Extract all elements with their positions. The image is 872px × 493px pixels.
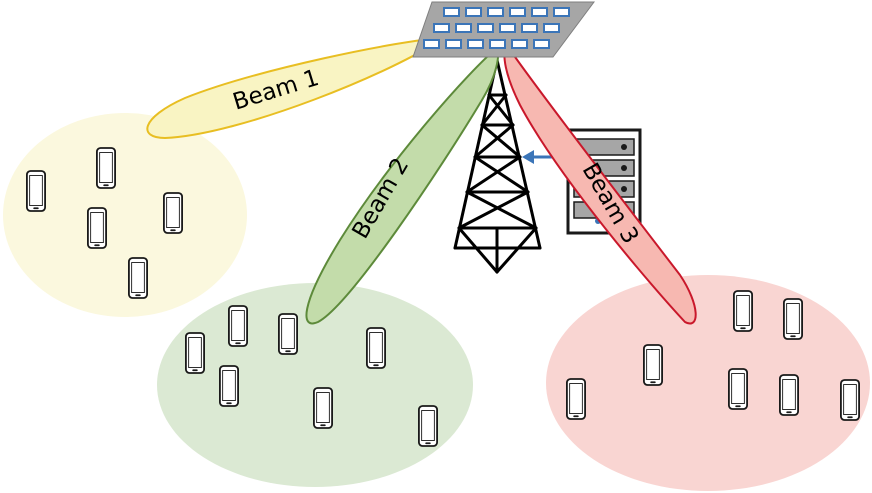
antenna-element <box>553 7 570 17</box>
smartphone-icon <box>783 298 803 340</box>
antenna-element <box>487 7 504 17</box>
smartphone-icon <box>87 207 107 249</box>
smartphone-icon <box>566 378 586 420</box>
coverage-zone-1 <box>3 113 247 317</box>
smartphone-icon <box>128 257 148 299</box>
antenna-element <box>543 23 560 33</box>
antenna-element <box>499 23 516 33</box>
antenna-element <box>433 23 450 33</box>
beam-1-lobe <box>146 36 447 140</box>
antenna-element <box>509 7 526 17</box>
antenna-element <box>467 39 484 49</box>
smartphone-icon <box>185 332 205 374</box>
antenna-element <box>477 23 494 33</box>
antenna-element <box>465 7 482 17</box>
beam-3-lobe <box>503 41 697 325</box>
antenna-element <box>489 39 506 49</box>
smartphone-icon <box>643 344 663 386</box>
smartphone-icon <box>779 374 799 416</box>
smartphone-icon <box>228 305 248 347</box>
smartphone-icon <box>840 379 860 421</box>
smartphone-icon <box>313 387 333 429</box>
smartphone-icon <box>366 327 386 369</box>
beam-2-lobe <box>305 46 500 325</box>
smartphone-icon <box>96 147 116 189</box>
antenna-element <box>521 23 538 33</box>
smartphone-icon <box>728 368 748 410</box>
antenna-element <box>533 39 550 49</box>
antenna-element <box>445 39 462 49</box>
smartphone-icon <box>418 405 438 447</box>
smartphone-icon <box>733 290 753 332</box>
antenna-array-icon <box>412 1 595 58</box>
smartphone-icon <box>163 192 183 234</box>
smartphone-icon <box>26 170 46 212</box>
antenna-element <box>511 39 528 49</box>
smartphone-icon <box>278 313 298 355</box>
antenna-element <box>423 39 440 49</box>
smartphone-icon <box>219 365 239 407</box>
antenna-element <box>455 23 472 33</box>
antenna-element <box>531 7 548 17</box>
coverage-zone-3 <box>546 275 870 491</box>
antenna-element <box>443 7 460 17</box>
cell-tower-icon <box>453 58 542 274</box>
